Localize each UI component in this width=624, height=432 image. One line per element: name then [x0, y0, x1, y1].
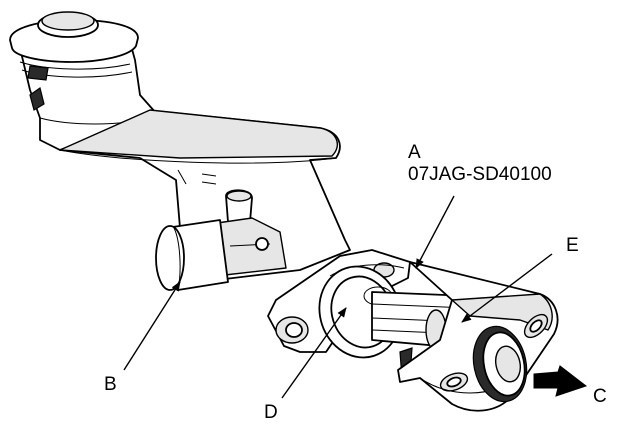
front-cylinder: [155, 219, 229, 291]
label-a-part-number: 07JAG-SD40100: [408, 164, 552, 185]
arrow-c: [533, 365, 588, 397]
callouts: [123, 195, 588, 399]
leader-d: [281, 307, 347, 399]
leader-a: [415, 195, 455, 269]
label-d: D: [264, 402, 278, 423]
label-a: A: [408, 142, 421, 163]
leader-b: [123, 281, 181, 371]
label-c: C: [593, 386, 607, 407]
label-b: B: [104, 374, 117, 395]
leader-e: [461, 253, 553, 323]
tool-knob: [472, 325, 528, 403]
label-e: E: [566, 235, 579, 256]
